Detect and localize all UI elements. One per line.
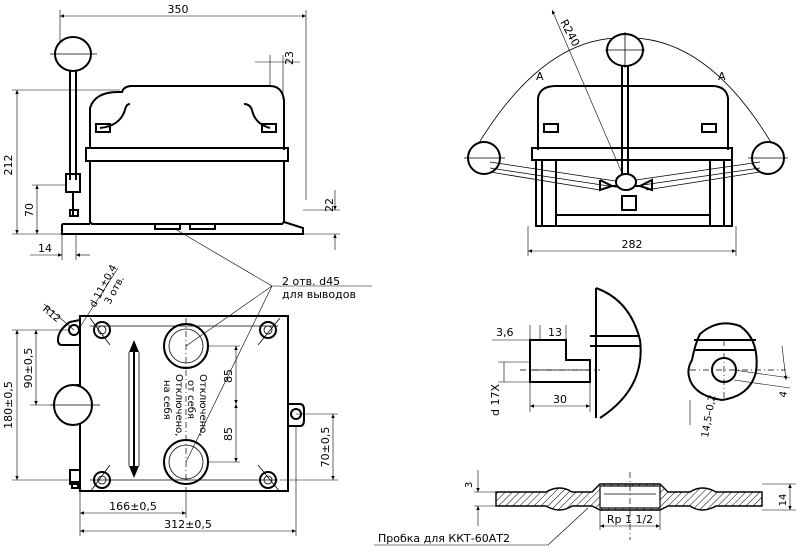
dim-r12: R12 bbox=[40, 304, 62, 325]
dim-14-plug: 14 bbox=[778, 494, 789, 507]
dim-r240: R240 bbox=[557, 17, 582, 48]
dim-3: 3 bbox=[464, 482, 475, 488]
dim-350: 350 bbox=[168, 3, 189, 16]
angle-mark-right: A bbox=[718, 70, 726, 83]
dim-13: 13 bbox=[548, 326, 562, 339]
dim-312: 312±0,5 bbox=[164, 518, 212, 531]
dim-3-6: 3,6 bbox=[496, 326, 514, 339]
plan-view: Отключено, от себя Отключено, на себя 2 … bbox=[2, 228, 372, 536]
dim-212: 212 bbox=[2, 155, 15, 176]
dim-70-right: 70±0,5 bbox=[319, 427, 332, 468]
key-detail: 4 14,5–0,2 bbox=[687, 322, 790, 439]
plug-detail: 3 14 Rp 1 1/2 Пробка для ККТ-60АТ2 bbox=[374, 470, 796, 546]
dim-30: 30 bbox=[553, 393, 567, 406]
dim-4: 4 bbox=[778, 390, 790, 398]
label-line4: на себя bbox=[161, 380, 172, 420]
dim-90: 90±0,5 bbox=[22, 348, 35, 389]
dim-180: 180±0,5 bbox=[2, 381, 15, 429]
note-holes-line1: 2 отв. d45 bbox=[282, 275, 340, 288]
thread-rp: Rp 1 1/2 bbox=[607, 513, 653, 526]
label-line1: Отключено, bbox=[197, 374, 208, 436]
dim-85-top: 85 bbox=[222, 369, 235, 383]
dim-166: 166±0,5 bbox=[109, 500, 157, 513]
note-holes-line2: для выводов bbox=[282, 288, 356, 301]
front-view: 350 212 70 bbox=[2, 3, 340, 260]
dim-282: 282 bbox=[622, 238, 643, 251]
side-view: R240 A A 282 bbox=[464, 9, 788, 256]
dim-14: 14 bbox=[38, 242, 52, 255]
shaft-detail: 3,6 13 d 17X 30 bbox=[489, 287, 642, 419]
dim-23: 23 bbox=[283, 51, 296, 65]
label-line2: от себя bbox=[185, 380, 196, 419]
dim-14-5: 14,5–0,2 bbox=[700, 394, 718, 438]
angle-mark-left: A bbox=[536, 70, 544, 83]
dim-70: 70 bbox=[23, 203, 36, 217]
plug-caption: Пробка для ККТ-60АТ2 bbox=[378, 532, 510, 545]
dim-85-bottom: 85 bbox=[222, 427, 235, 441]
label-line3: Отключено, bbox=[173, 374, 184, 436]
dim-22: 22 bbox=[323, 198, 336, 212]
dim-d17: d 17X bbox=[489, 384, 502, 416]
